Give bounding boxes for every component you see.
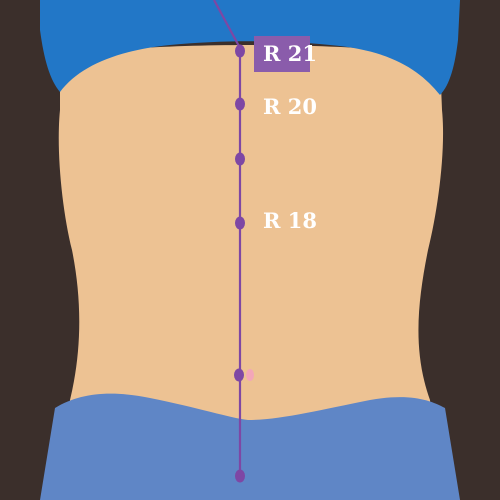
leader-line <box>213 0 241 49</box>
r21-highlight-box <box>254 36 310 72</box>
torso <box>58 45 444 500</box>
point-navel-marker[interactable] <box>234 368 244 382</box>
point-r18-label: R 18 <box>263 208 317 233</box>
point-r20-marker[interactable] <box>235 97 245 111</box>
point-r19-marker[interactable] <box>235 152 245 166</box>
navel-icon <box>246 369 254 381</box>
point-r18-marker[interactable] <box>235 216 245 230</box>
point-r20-label: R 20 <box>263 94 317 119</box>
top-garment <box>40 0 460 95</box>
point-bottom-marker[interactable] <box>235 469 245 483</box>
bottom-garment <box>40 393 460 500</box>
point-r21-marker[interactable] <box>235 44 245 58</box>
point-r21-label: R 21 <box>263 41 317 66</box>
